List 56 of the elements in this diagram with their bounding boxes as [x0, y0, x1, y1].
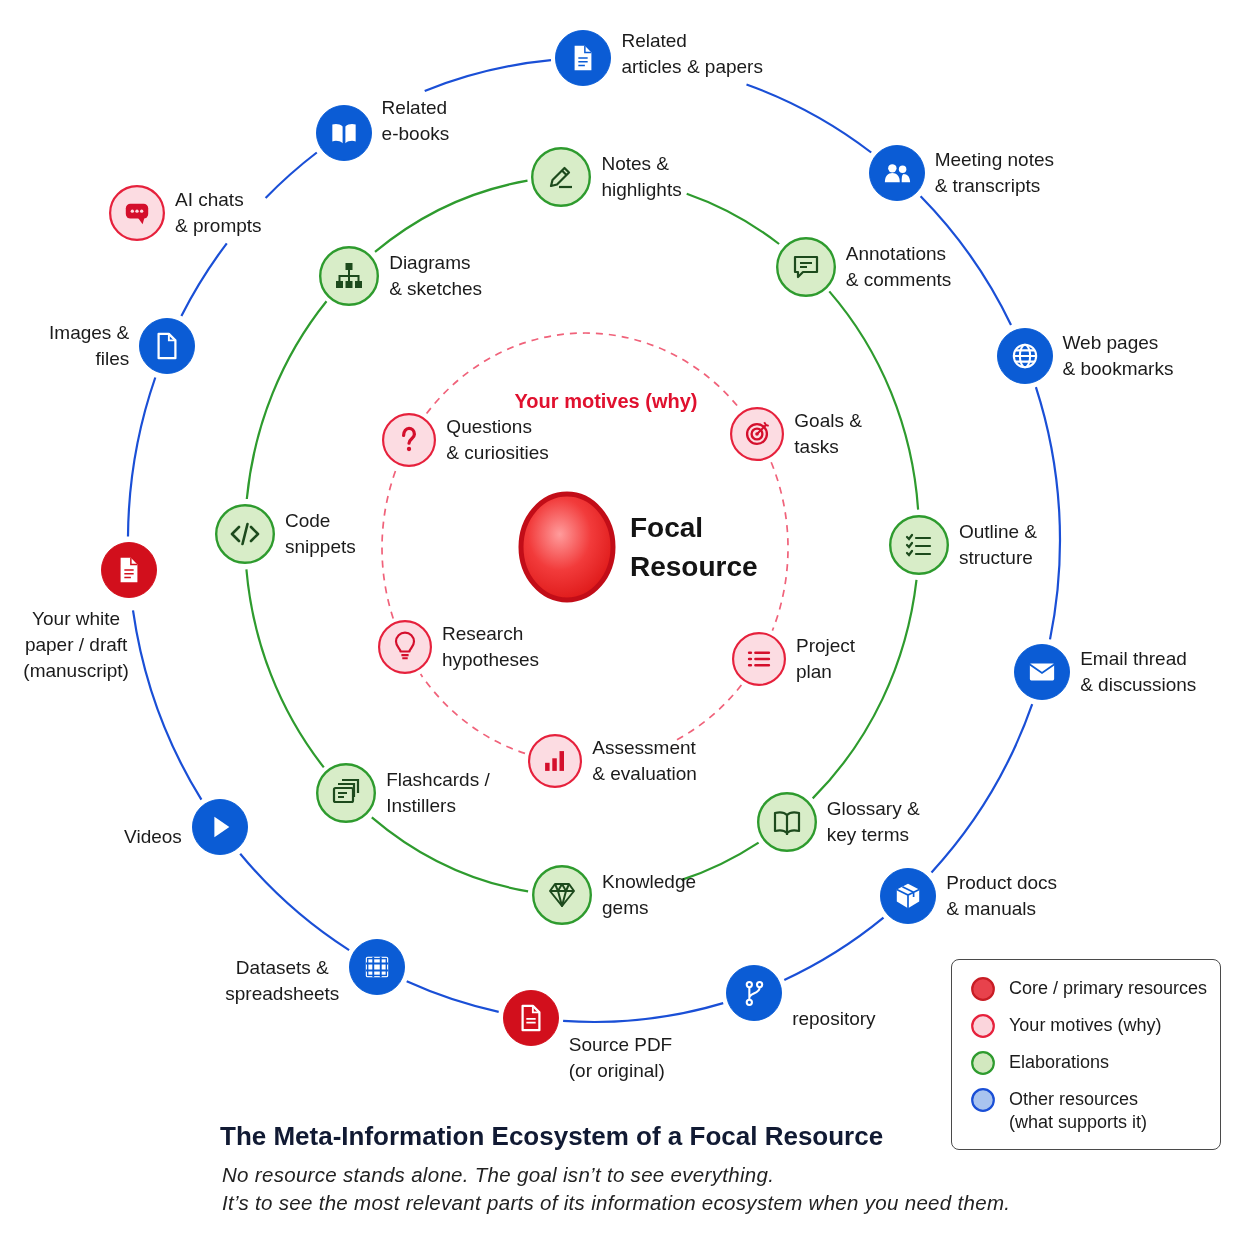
node-label: Datasets & spreadsheets [225, 955, 340, 1006]
node-label: Meeting notes & transcripts [934, 148, 1054, 199]
ring-arc [930, 703, 1034, 874]
ring-arc [686, 192, 780, 245]
node-label: Source PDF (or original) [568, 1032, 673, 1083]
node-label: Assessment & evaluation [592, 735, 697, 786]
ring-arc [783, 916, 885, 981]
ring-arc [245, 569, 325, 769]
node-label: Diagrams & sketches [389, 250, 483, 301]
ring-arc [563, 1002, 724, 1023]
ring-arc [1034, 386, 1062, 640]
ring-arc [424, 59, 552, 92]
node-label: Product docs & manuals [946, 870, 1058, 921]
node-label: Related articles & papers [621, 29, 763, 80]
ring-arc [131, 610, 203, 801]
legend-label: Elaborations [1009, 1051, 1110, 1074]
node-label: Email thread & discussions [1080, 647, 1197, 698]
ring-arc [245, 300, 328, 500]
node-label: Outline & structure [958, 519, 1038, 570]
ring-arc [770, 461, 789, 632]
ring-arc [406, 980, 499, 1013]
legend-label: Other resources (what supports it) [1009, 1088, 1148, 1134]
node-label: Annotations & comments [845, 241, 952, 292]
node-label: Images & files [49, 321, 130, 372]
ring-arc [239, 852, 350, 951]
ring-arc [180, 242, 228, 317]
node-label: repository [792, 1006, 876, 1031]
node-label: Research hypotheses [441, 622, 540, 673]
ring-heading: Your motives (why) [514, 389, 698, 414]
node-label: Glossary & key terms [826, 797, 920, 847]
node-label: Project plan [796, 633, 856, 684]
focal-label: Focal Resource [630, 511, 758, 584]
node-label: Knowledge gems [602, 870, 697, 921]
node-label: Goals & tasks [794, 409, 862, 460]
node-label: Your white paper / draft (manuscript) [23, 607, 129, 684]
ring-arc [828, 290, 920, 510]
ring-arc [264, 151, 318, 199]
ring-arc [371, 816, 529, 893]
ring-arc [374, 179, 528, 253]
legend-label: Core / primary resources [1009, 977, 1208, 1000]
node-label: Questions & curiosities [446, 415, 549, 466]
ring-arc [811, 579, 918, 800]
ring-arc [919, 195, 1012, 326]
node-label: AI chats & prompts [175, 188, 262, 238]
caption: No resource stands alone. The goal isn’t to see everything. It’s to see the most relevant parts of its information ecosystem when you need them. [222, 1162, 1011, 1216]
legend-label: Your motives (why) [1009, 1014, 1162, 1037]
ring-arc [419, 673, 526, 755]
node-label: Related e-books [381, 96, 450, 147]
ring-arc [126, 377, 157, 537]
node-label: Web pages & bookmarks [1062, 330, 1174, 381]
node-label: Notes & highlights [601, 151, 682, 202]
node-label: Code snippets [285, 509, 356, 560]
ring-arc [746, 83, 872, 154]
node-label: Flashcards / Instillers [386, 768, 490, 819]
node-label: Videos [124, 825, 182, 850]
title: The Meta-Information Ecosystem of a Focal Resource [220, 1120, 884, 1152]
